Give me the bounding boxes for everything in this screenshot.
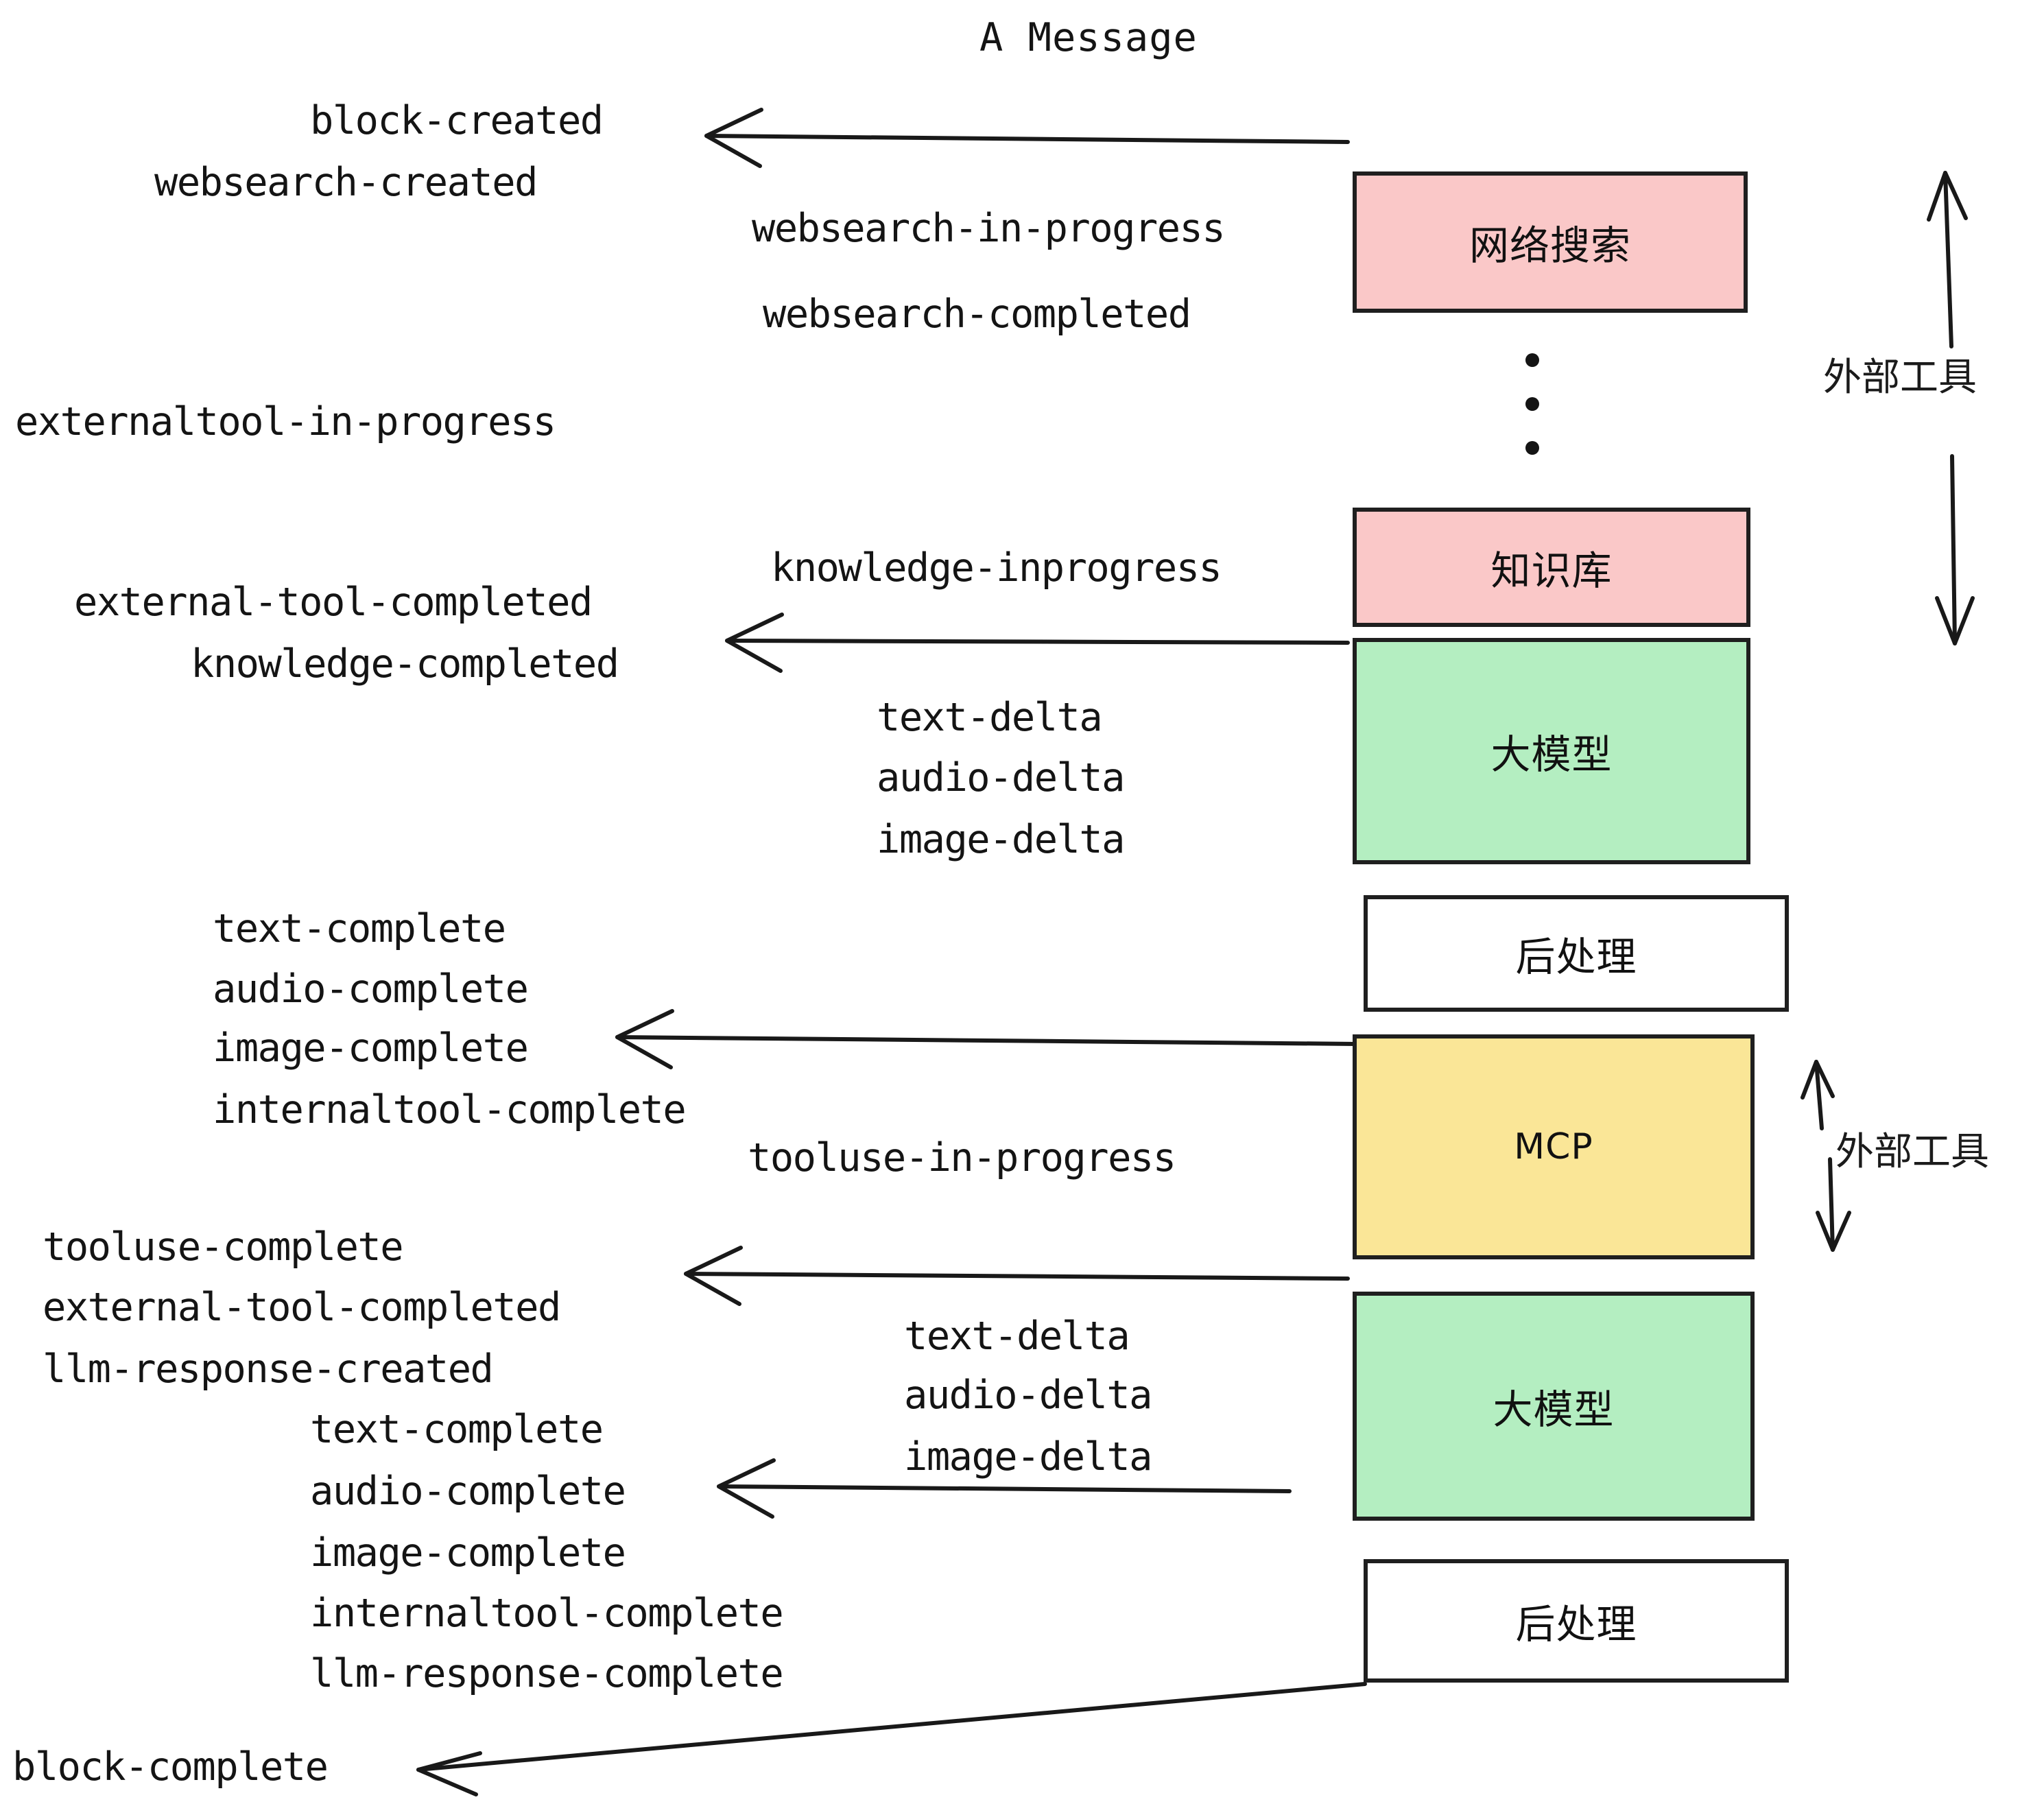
event-external-tool-completed-1: external-tool-completed	[74, 580, 593, 625]
ellipsis-dot	[1525, 397, 1539, 411]
arrow-postproc1-to-events	[615, 1035, 1360, 1046]
event-internaltool-complete-1: internaltool-complete	[213, 1087, 687, 1132]
event-llm-response-complete: llm-response-complete	[310, 1651, 784, 1696]
node-llm-1-label: 大模型	[1490, 731, 1613, 778]
node-postprocess-1-label: 后处理	[1515, 934, 1637, 980]
node-postprocess-2[interactable]: 后处理	[1364, 1559, 1789, 1683]
vertical-ellipsis	[1525, 353, 1539, 485]
event-websearch-in-progress: websearch-in-progress	[752, 206, 1226, 251]
event-audio-delta-1: audio-delta	[877, 755, 1126, 800]
event-image-complete-2: image-complete	[310, 1530, 626, 1576]
event-external-tool-completed-2: external-tool-completed	[43, 1285, 561, 1330]
event-knowledge-completed: knowledge-completed	[191, 641, 619, 687]
event-websearch-created: websearch-created	[154, 160, 538, 205]
bracket-external-tools-top-down	[1950, 454, 1957, 645]
node-postprocess-2-label: 后处理	[1515, 1601, 1637, 1648]
event-block-created: block-created	[310, 98, 604, 143]
label-external-tools-bottom: 外部工具	[1835, 1130, 1989, 1174]
arrow-llm2-to-events	[717, 1484, 1292, 1493]
event-text-delta-1: text-delta	[877, 695, 1103, 740]
page-title: A Message	[979, 15, 1198, 60]
event-block-complete: block-complete	[12, 1744, 329, 1790]
node-postprocess-1[interactable]: 后处理	[1364, 895, 1789, 1012]
event-externaltool-in-progress: externaltool-in-progress	[15, 399, 556, 444]
ellipsis-dot	[1525, 441, 1539, 455]
event-websearch-completed: websearch-completed	[763, 292, 1191, 337]
node-llm-1[interactable]: 大模型	[1353, 638, 1750, 864]
event-llm-response-created: llm-response-created	[43, 1346, 494, 1392]
event-text-delta-2: text-delta	[904, 1314, 1130, 1359]
arrow-mcp-to-events	[684, 1272, 1350, 1281]
arrow-websearch-to-events	[704, 134, 1350, 144]
node-knowledge-label: 知识库	[1490, 547, 1613, 594]
event-image-complete-1: image-complete	[213, 1025, 529, 1071]
event-audio-delta-2: audio-delta	[904, 1373, 1153, 1418]
node-mcp-label: MCP	[1514, 1126, 1593, 1167]
ellipsis-dot	[1525, 353, 1539, 367]
event-tooluse-complete: tooluse-complete	[43, 1224, 404, 1270]
arrow-knowledge-to-events	[725, 639, 1350, 645]
node-llm-2-label: 大模型	[1493, 1386, 1615, 1433]
event-knowledge-inprogress: knowledge-inprogress	[771, 545, 1222, 591]
arrow-postproc2-to-block-complete	[416, 1682, 1367, 1772]
bracket-external-tools-top-up	[1943, 171, 1953, 348]
event-audio-complete-1: audio-complete	[213, 966, 529, 1012]
node-knowledge[interactable]: 知识库	[1353, 508, 1750, 627]
event-text-complete-1: text-complete	[213, 906, 506, 951]
event-image-delta-1: image-delta	[877, 817, 1126, 862]
bracket-external-tools-bottom-down	[1828, 1157, 1835, 1252]
event-audio-complete-2: audio-complete	[310, 1469, 626, 1514]
event-text-complete-2: text-complete	[310, 1407, 604, 1452]
node-mcp[interactable]: MCP	[1353, 1034, 1755, 1259]
node-websearch[interactable]: 网络搜索	[1353, 171, 1748, 313]
node-websearch-label: 网络搜索	[1469, 222, 1631, 269]
event-internaltool-complete-2: internaltool-complete	[310, 1591, 784, 1636]
node-llm-2[interactable]: 大模型	[1353, 1292, 1755, 1521]
event-image-delta-2: image-delta	[904, 1434, 1153, 1480]
label-external-tools-top: 外部工具	[1823, 355, 1977, 400]
bracket-external-tools-bottom-up	[1814, 1060, 1824, 1130]
event-tooluse-in-progress: tooluse-in-progress	[748, 1135, 1176, 1180]
